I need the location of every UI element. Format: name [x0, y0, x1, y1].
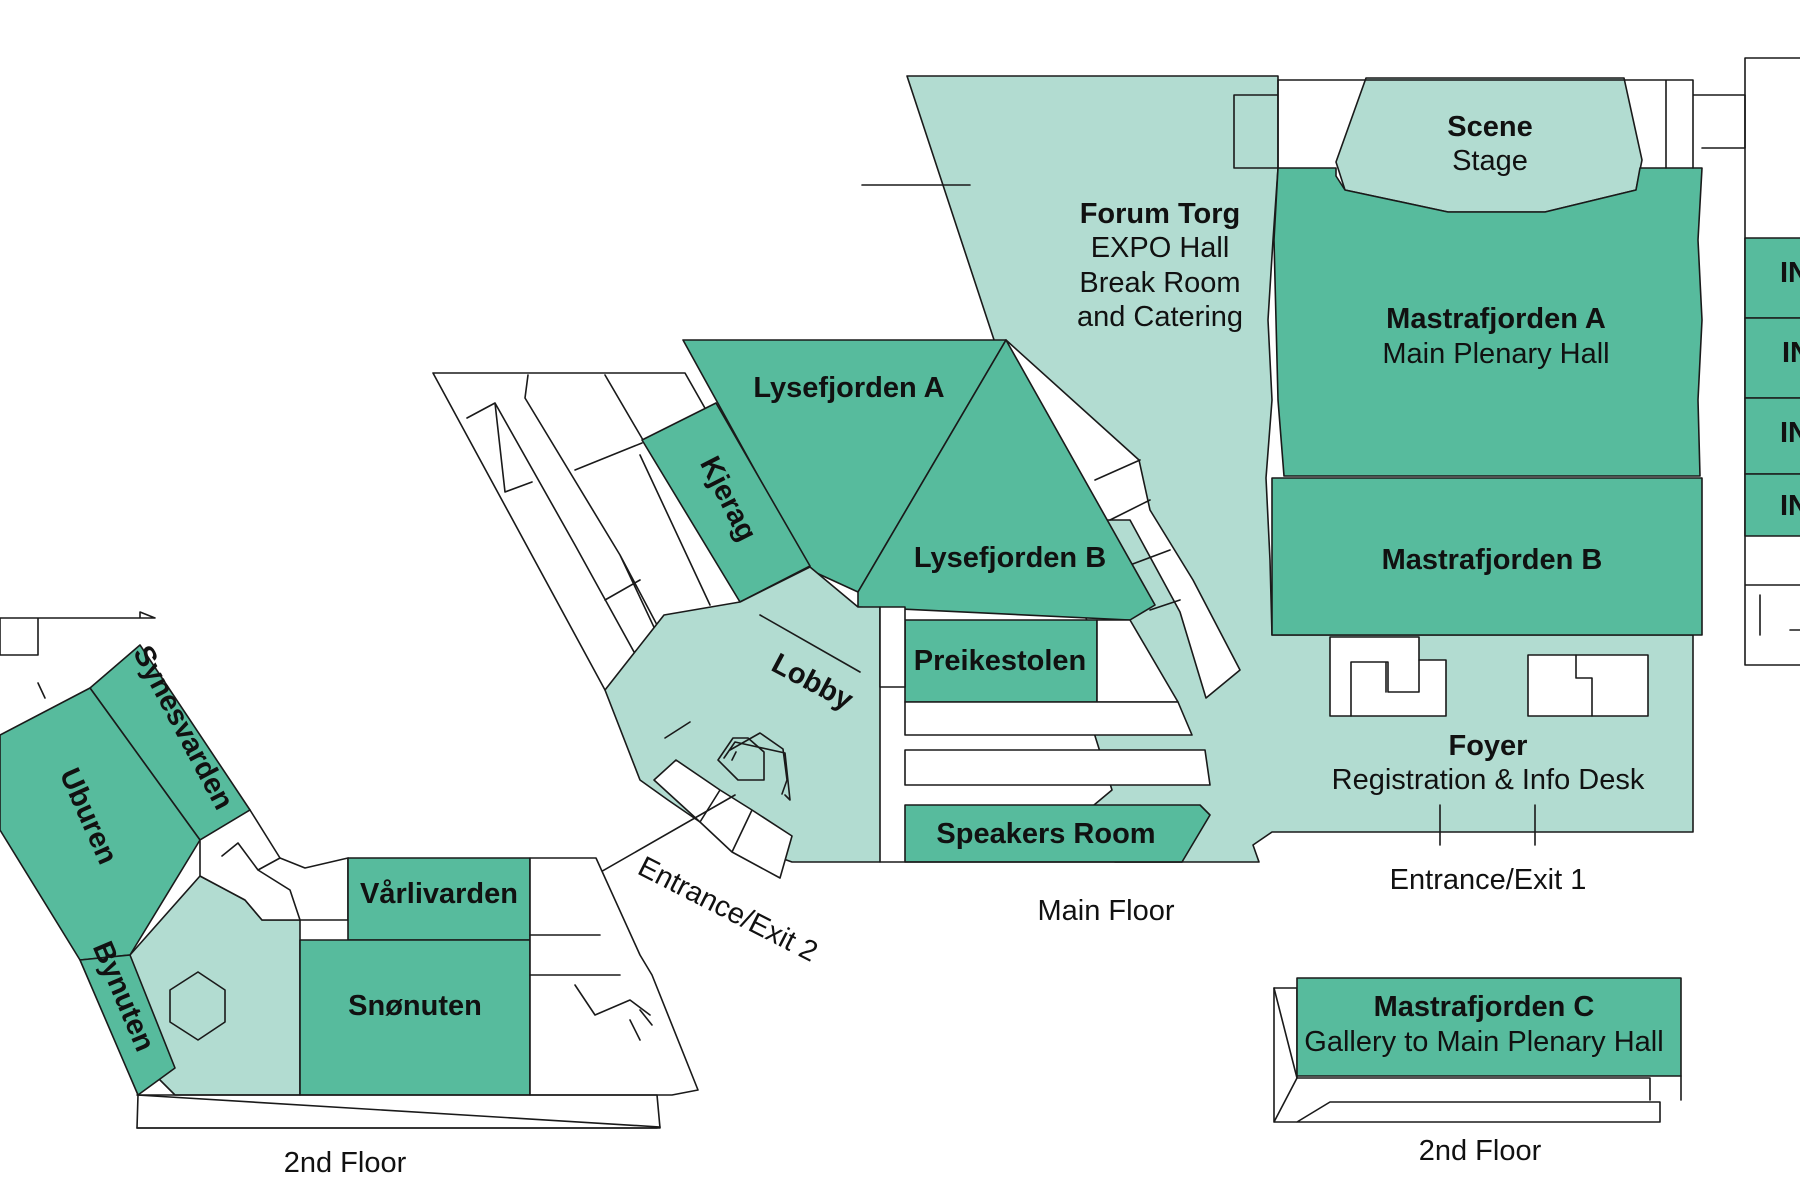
in-room-3-label: IN [1780, 417, 1800, 449]
varlivarden-name: Vårlivarden [360, 878, 518, 910]
room-speakers[interactable] [904, 804, 1211, 863]
room-in-4[interactable] [1744, 473, 1800, 537]
mastrafjorden-a-sub: Main Plenary Hall [1382, 338, 1609, 370]
forum-torg-sub3: and Catering [1077, 301, 1243, 333]
foyer-name: Foyer [1449, 730, 1528, 762]
room-snonuten[interactable] [299, 939, 531, 1096]
in-room-2-label: IN [1782, 337, 1800, 369]
forum-torg-sub2: Break Room [1079, 267, 1240, 299]
second-floor-left-label: 2nd Floor [284, 1147, 407, 1179]
entrance-exit-1-label: Entrance/Exit 1 [1390, 864, 1587, 896]
mastrafjorden-c-sub: Gallery to Main Plenary Hall [1304, 1026, 1663, 1058]
room-mastrafjorden-b[interactable] [1271, 477, 1703, 636]
room-varlivarden[interactable] [347, 857, 531, 941]
foyer-block-right [1527, 654, 1649, 717]
room-kjerag[interactable] [641, 402, 811, 603]
room-bynuten[interactable] [79, 954, 176, 1096]
scene-sub: Stage [1452, 145, 1528, 177]
lysefjorden-b-name: Lysefjorden B [914, 542, 1106, 574]
lobby-entrance-blocks [653, 759, 793, 879]
room-in-3[interactable] [1744, 397, 1800, 475]
forum-torg-sub1: EXPO Hall [1091, 232, 1230, 264]
second-floor-right-label: 2nd Floor [1419, 1135, 1542, 1167]
lysefjorden-a-name: Lysefjorden A [753, 372, 944, 404]
speakers-room-name: Speakers Room [936, 818, 1155, 850]
mastrafjorden-a-name: Mastrafjorden A [1386, 303, 1606, 335]
forum-torg-name: Forum Torg [1080, 198, 1241, 230]
snonuten-name: Snønuten [348, 990, 482, 1022]
mastrafjorden-c-name: Mastrafjorden C [1374, 991, 1595, 1023]
preikestolen-name: Preikestolen [914, 645, 1086, 677]
main-floor-label: Main Floor [1038, 895, 1175, 927]
room-mastrafjorden-c[interactable] [1296, 977, 1682, 1077]
mastrafjorden-b-name: Mastrafjorden B [1382, 544, 1603, 576]
in-room-1-label: IN [1780, 257, 1800, 289]
room-lysefjorden-b[interactable] [857, 339, 1156, 621]
hexagon-feature [169, 971, 226, 1041]
room-in-1[interactable] [1744, 237, 1800, 319]
in-room-4-label: IN [1780, 490, 1800, 522]
foyer-sub: Registration & Info Desk [1332, 764, 1645, 796]
scene-name: Scene [1447, 111, 1532, 143]
entrance-exit-2-label: Entrance/Exit 2 [633, 851, 823, 969]
room-mastrafjorden-a[interactable] [1273, 167, 1703, 477]
